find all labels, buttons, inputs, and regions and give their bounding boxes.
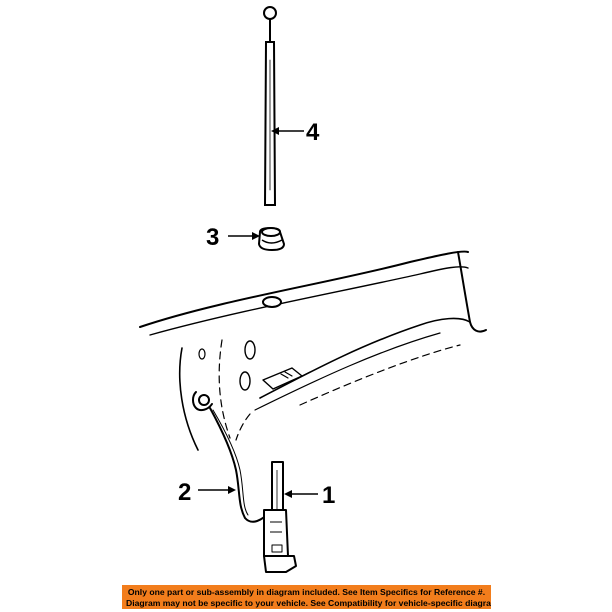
disclaimer-line-2: Diagram may not be specific to your vehi… [126,598,492,608]
disclaimer-banner: Only one part or sub-assembly in diagram… [121,584,492,610]
antenna-mast [263,6,277,206]
callout-2-label: 2 [178,479,191,506]
callout-1-label: 1 [322,482,335,509]
callout-4-label: 4 [306,119,320,146]
antenna-base [263,461,297,573]
antenna-cable [192,391,271,523]
antenna-parts-diagram: 4 3 2 1 [139,6,487,573]
callout-2: 2 [178,479,236,506]
fender-panel [139,250,487,451]
callout-4: 4 [271,119,320,146]
antenna-bezel [257,226,286,252]
callout-3: 3 [206,224,260,251]
callout-3-label: 3 [206,224,219,251]
disclaimer-line-1: Only one part or sub-assembly in diagram… [127,587,486,597]
callout-1: 1 [284,482,335,509]
